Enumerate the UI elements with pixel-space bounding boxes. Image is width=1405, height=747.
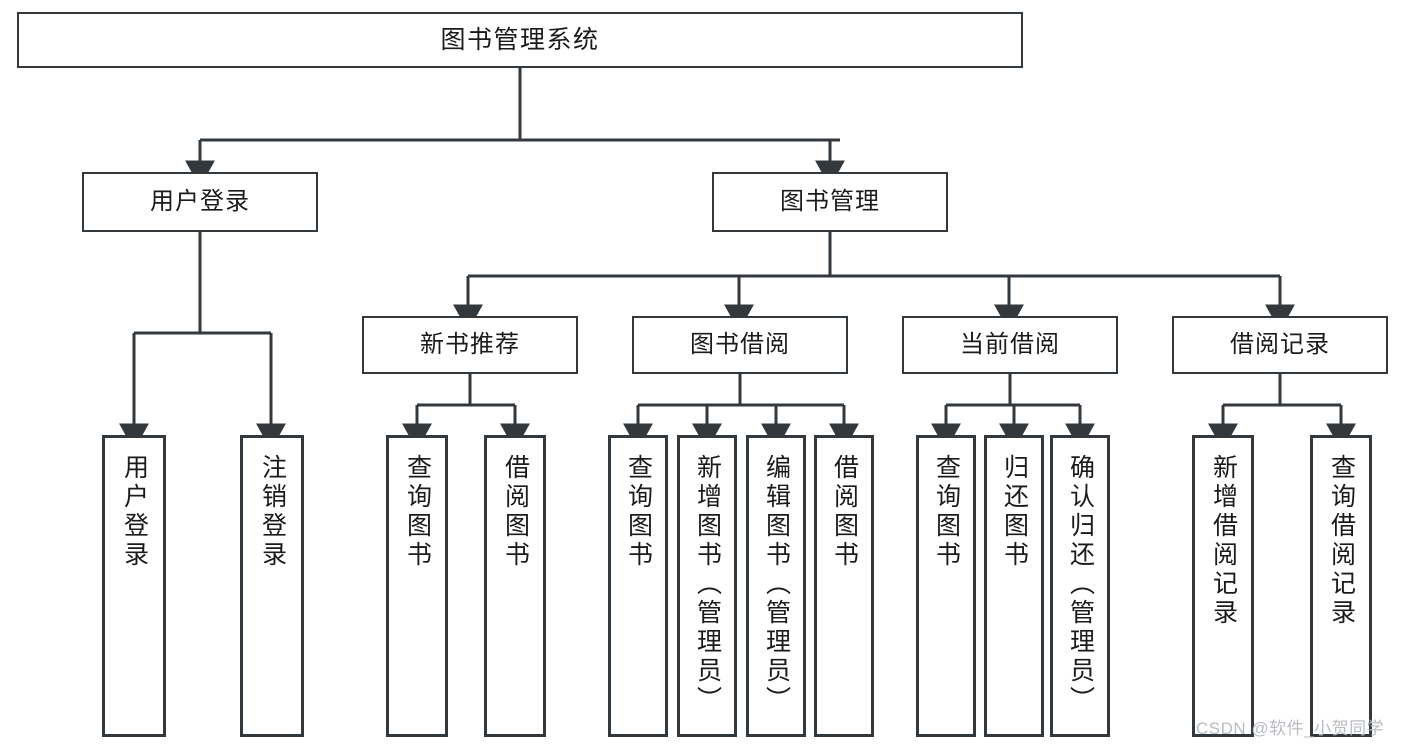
node-leaf-borrow-book-2-label: 借阅图书	[830, 454, 859, 570]
node-leaf-query-book-1-label: 查询图书	[403, 454, 432, 570]
node-root-label: 图书管理系统	[440, 25, 600, 54]
node-leaf-query-record-label: 查询借阅记录	[1327, 454, 1356, 628]
node-borrow-record-label: 借阅记录	[1230, 331, 1330, 359]
node-leaf-user-logout[interactable]: 注销登录	[240, 435, 304, 737]
node-leaf-edit-book[interactable]: 编辑图书（管理员）	[746, 435, 806, 737]
node-current-borrow-label: 当前借阅	[960, 331, 1060, 359]
node-leaf-query-book-2[interactable]: 查询图书	[608, 435, 668, 737]
node-leaf-borrow-book-1[interactable]: 借阅图书	[484, 435, 546, 737]
node-leaf-confirm-return[interactable]: 确认归还（管理员）	[1050, 435, 1110, 737]
node-book-borrow[interactable]: 图书借阅	[632, 316, 848, 374]
node-book-borrow-label: 图书借阅	[690, 331, 790, 359]
node-leaf-add-record[interactable]: 新增借阅记录	[1192, 435, 1254, 737]
node-leaf-add-record-label: 新增借阅记录	[1209, 454, 1238, 628]
node-leaf-edit-book-label: 编辑图书（管理员）	[762, 454, 791, 715]
node-current-borrow[interactable]: 当前借阅	[902, 316, 1118, 374]
node-root[interactable]: 图书管理系统	[17, 12, 1023, 68]
node-leaf-query-book-3-label: 查询图书	[932, 454, 961, 570]
node-leaf-borrow-book-1-label: 借阅图书	[501, 454, 530, 570]
node-book-manage-label: 图书管理	[780, 188, 880, 216]
node-leaf-query-book-3[interactable]: 查询图书	[916, 435, 976, 737]
node-leaf-query-book-1[interactable]: 查询图书	[386, 435, 448, 737]
node-leaf-return-book-label: 归还图书	[1000, 454, 1029, 570]
node-leaf-query-book-2-label: 查询图书	[624, 454, 653, 570]
node-book-manage[interactable]: 图书管理	[712, 172, 948, 232]
node-leaf-query-record[interactable]: 查询借阅记录	[1310, 435, 1372, 737]
node-user-login[interactable]: 用户登录	[82, 172, 318, 232]
node-new-book-rec-label: 新书推荐	[420, 331, 520, 359]
node-user-login-label: 用户登录	[150, 188, 250, 216]
node-leaf-user-login[interactable]: 用户登录	[102, 435, 166, 737]
node-leaf-borrow-book-2[interactable]: 借阅图书	[814, 435, 874, 737]
node-leaf-confirm-return-label: 确认归还（管理员）	[1066, 454, 1095, 715]
node-leaf-add-book[interactable]: 新增图书（管理员）	[677, 435, 737, 737]
csdn-watermark: CSDN @软件_小贺同学	[1196, 719, 1385, 738]
node-leaf-return-book[interactable]: 归还图书	[984, 435, 1044, 737]
node-leaf-add-book-label: 新增图书（管理员）	[693, 454, 722, 715]
node-leaf-user-logout-label: 注销登录	[258, 454, 287, 570]
node-borrow-record[interactable]: 借阅记录	[1172, 316, 1388, 374]
node-new-book-rec[interactable]: 新书推荐	[362, 316, 578, 374]
node-leaf-user-login-label: 用户登录	[120, 454, 149, 570]
